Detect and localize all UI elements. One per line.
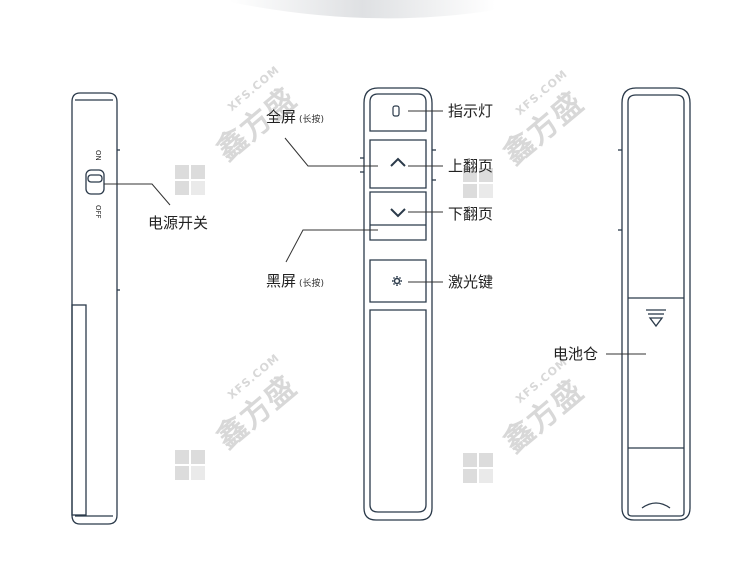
back-view [618,87,691,521]
power-switch-leader [104,183,171,206]
laser-gear-icon [392,276,402,286]
battery-label: 电池仓 [553,345,599,363]
front-view [360,87,436,521]
indicator-light-label: 指示灯 [448,102,494,120]
fullscreen-text: 全屏 [266,108,297,126]
top-shadow [230,0,495,19]
fullscreen-hint: (长按) [299,115,325,125]
side-view [71,92,120,525]
laser-key-label: 激光键 [448,273,494,291]
indicator-light-icon [392,105,400,117]
fullscreen-label: 全屏(长按) [266,108,324,129]
page-down-label: 下翻页 [448,205,494,223]
chevron-up-icon [390,157,406,167]
watermark-tiles [175,165,493,483]
switch-mark-on: ON [94,150,102,161]
blackscreen-text: 黑屏 [266,272,297,290]
front-view-leaders [284,110,443,283]
power-switch-label: 电源开关 [148,214,209,232]
page-up-label: 上翻页 [448,157,494,175]
blackscreen-label: 黑屏(长按) [266,272,324,293]
blackscreen-hint: (长按) [299,279,325,289]
chevron-down-icon [390,208,406,218]
switch-mark-off: OFF [94,205,102,219]
